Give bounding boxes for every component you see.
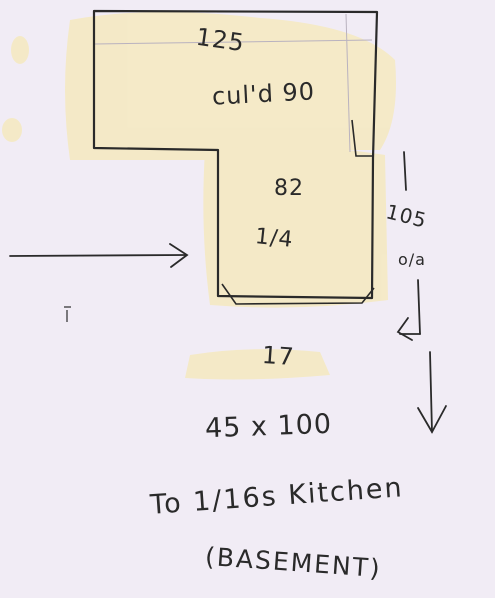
top-dimension-label: 125 — [194, 22, 247, 58]
middle-note-label: 1/4 — [253, 224, 295, 253]
middle-dimension-label: 82 — [274, 176, 304, 201]
size-label: 45 x 100 — [204, 408, 333, 445]
edge-detail — [221, 119, 375, 305]
worktop-outline — [92, 9, 379, 300]
side-dimension-arrow — [396, 151, 421, 341]
construction-lines — [94, 13, 373, 153]
pencil-mark — [64, 306, 71, 322]
bottom-dimension-label: 17 — [261, 340, 296, 372]
left-arrow — [9, 243, 189, 268]
highlighter-smudges — [2, 11, 396, 380]
side-note-label: o/a — [398, 250, 426, 269]
top-note-label: cul'd 90 — [211, 77, 316, 111]
down-arrow — [417, 351, 447, 434]
